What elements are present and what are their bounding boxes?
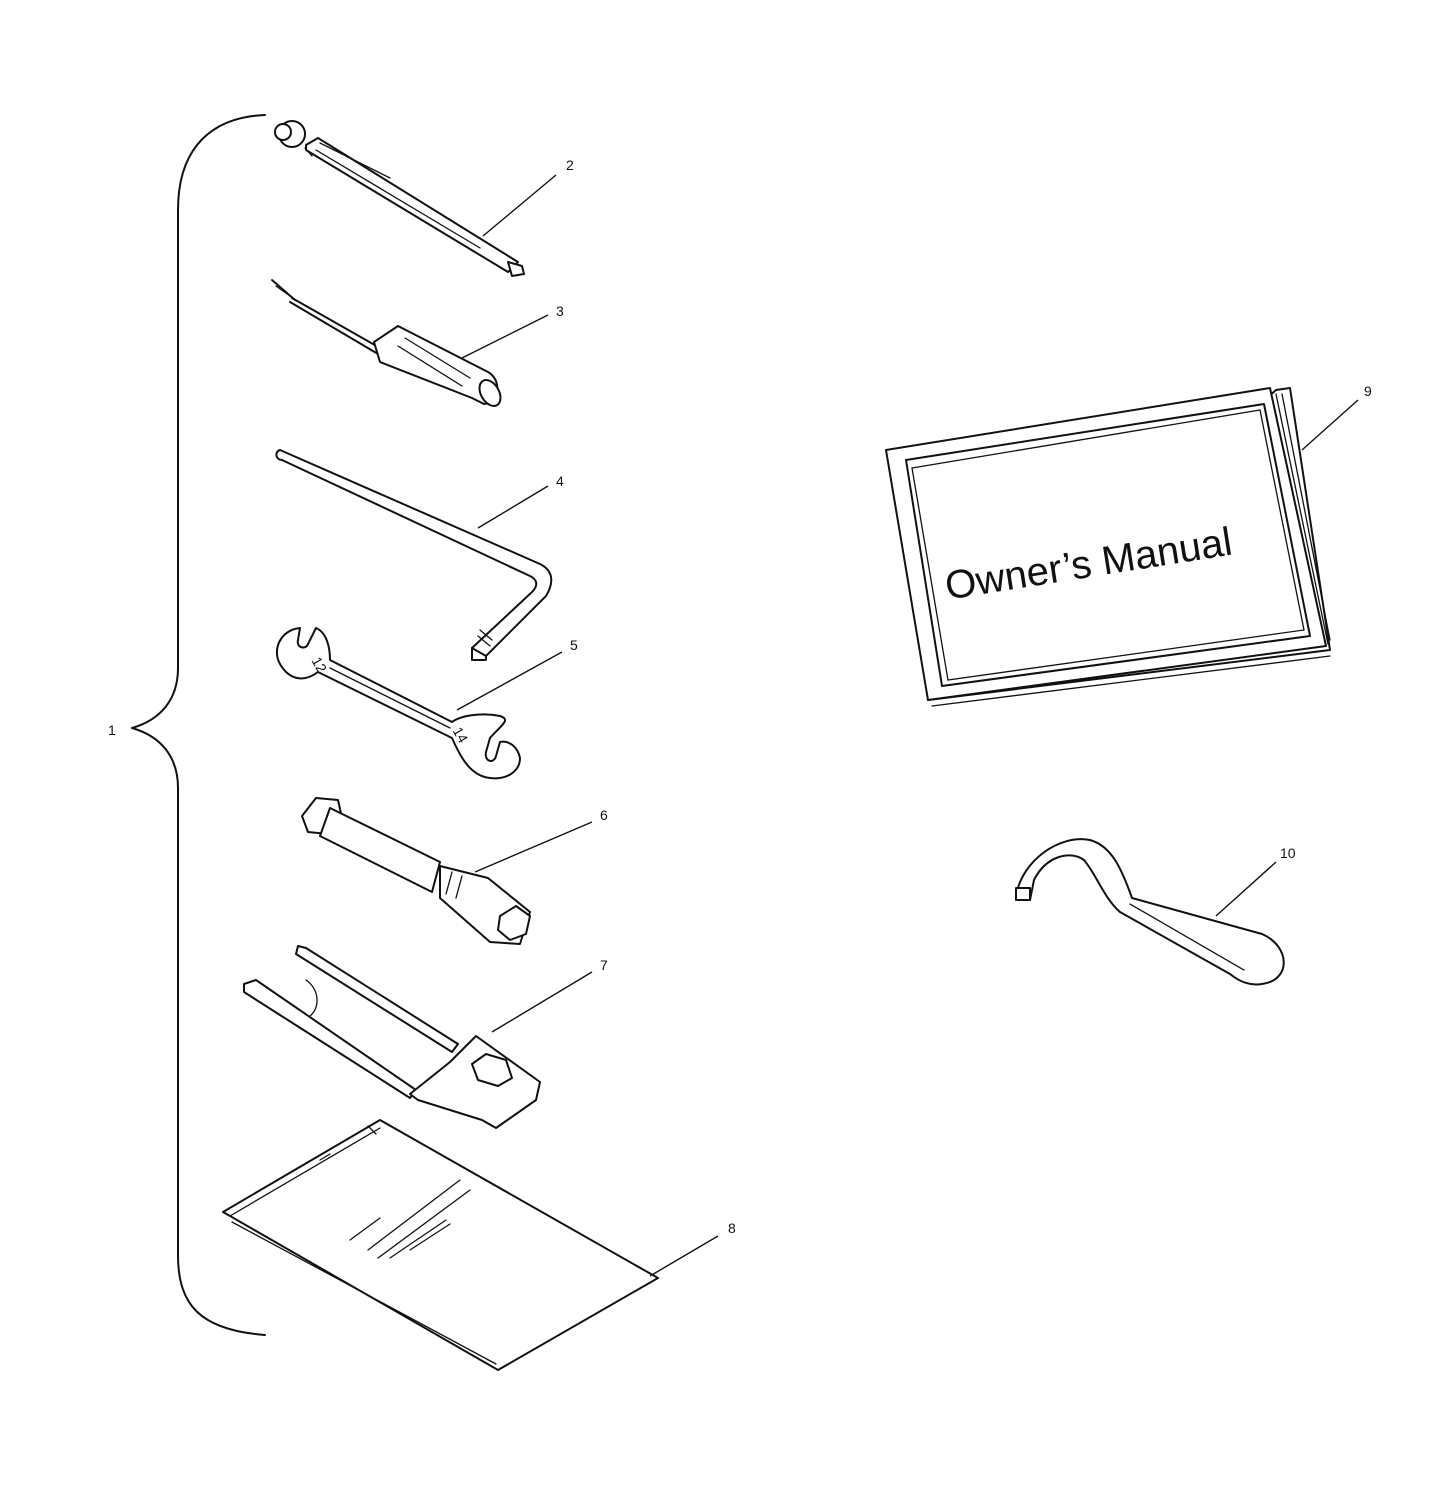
callout-5: 5 — [570, 637, 578, 653]
tire-gauge-part — [274, 120, 525, 277]
callout-3: 3 — [556, 303, 564, 319]
owners-manual-part: Owner’s Manual — [885, 387, 1331, 707]
callout-10: 10 — [1280, 845, 1296, 861]
open-end-wrench-part: 12 14 — [275, 627, 521, 780]
tool-bag-part — [222, 1119, 659, 1371]
callout-4: 4 — [556, 473, 564, 489]
hex-key-part — [275, 449, 553, 661]
wrench-size-14: 14 — [450, 724, 472, 746]
callout-8: 8 — [728, 1220, 736, 1236]
wrench-size-12: 12 — [308, 654, 330, 676]
callout-1: 1 — [108, 722, 116, 738]
spanner-wrench-part — [1015, 838, 1285, 986]
callout-6: 6 — [600, 807, 608, 823]
group-brace — [131, 114, 266, 1336]
socket-wrench-part — [301, 797, 531, 945]
screwdriver-part — [271, 279, 502, 407]
tool-holder-part — [243, 945, 541, 1129]
callout-9: 9 — [1364, 383, 1372, 399]
callout-7: 7 — [600, 957, 608, 973]
callout-2: 2 — [566, 157, 574, 173]
